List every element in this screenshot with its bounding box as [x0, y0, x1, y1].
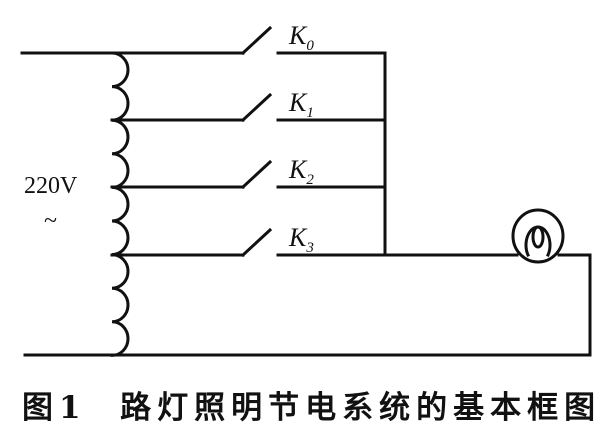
switch-label-k3: K3 [288, 223, 314, 256]
autotransformer-coil [110, 51, 130, 357]
switch-label-k0: K0 [288, 21, 314, 54]
switch-label-k1: K1 [288, 88, 314, 121]
lamp-icon [511, 208, 565, 264]
switch-k0 [240, 25, 273, 56]
switch-k1 [240, 92, 273, 123]
ac-symbol: ~ [44, 208, 57, 234]
switch-k2 [240, 159, 273, 190]
switch-label-k2: K2 [288, 155, 314, 188]
switch-k3 [240, 227, 273, 258]
circuit-diagram: 220V ~ K0 K1 K2 K3 [20, 21, 592, 357]
figure-caption: 图1 路灯照明节电系统的基本框图 [22, 390, 602, 426]
voltage-label: 220V [24, 173, 78, 199]
